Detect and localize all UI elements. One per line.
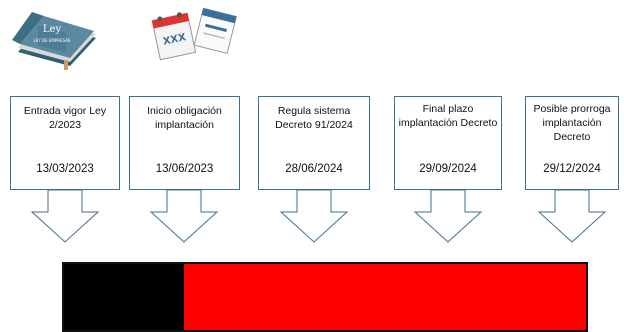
law-book-label: Ley: [43, 24, 62, 35]
milestone-1: Entrada vigor Ley 2/2023 13/03/2023: [10, 96, 120, 244]
timeline-bar: [62, 262, 588, 332]
calendar-label: XXX: [162, 32, 187, 48]
milestone-title: Posible prorroga implantación Decreto: [533, 103, 611, 143]
milestone-4: Final plazo implantación Decreto 29/09/2…: [394, 96, 502, 244]
calendar-icon: XXX: [146, 2, 242, 68]
law-book-subtitle: LEY DE EMPRESAS: [34, 38, 71, 43]
milestone-title: Final plazo implantación Decreto: [398, 103, 498, 129]
milestone-5: Posible prorroga implantación Decreto 29…: [525, 96, 619, 244]
milestone-date: 29/09/2024: [419, 163, 477, 175]
timeline-elapsed-segment: [64, 264, 185, 330]
milestone-title: Entrada vigor Ley 2/2023: [23, 105, 107, 131]
milestone-date: 28/06/2024: [285, 163, 343, 175]
milestone-title: Regula sistema Decreto 91/2024: [275, 105, 353, 131]
milestone-date: 13/06/2023: [155, 163, 214, 175]
milestone-title: Inicio obligación implantación: [147, 105, 222, 131]
milestone-date: 13/03/2023: [36, 163, 94, 175]
law-book-icon: Ley LEY DE EMPRESAS: [8, 4, 100, 72]
milestone-date: 29/12/2024: [543, 163, 601, 175]
milestone-3: Regula sistema Decreto 91/2024 28/06/202…: [258, 96, 370, 244]
milestone-2: Inicio obligación implantación 13/06/202…: [129, 96, 240, 244]
